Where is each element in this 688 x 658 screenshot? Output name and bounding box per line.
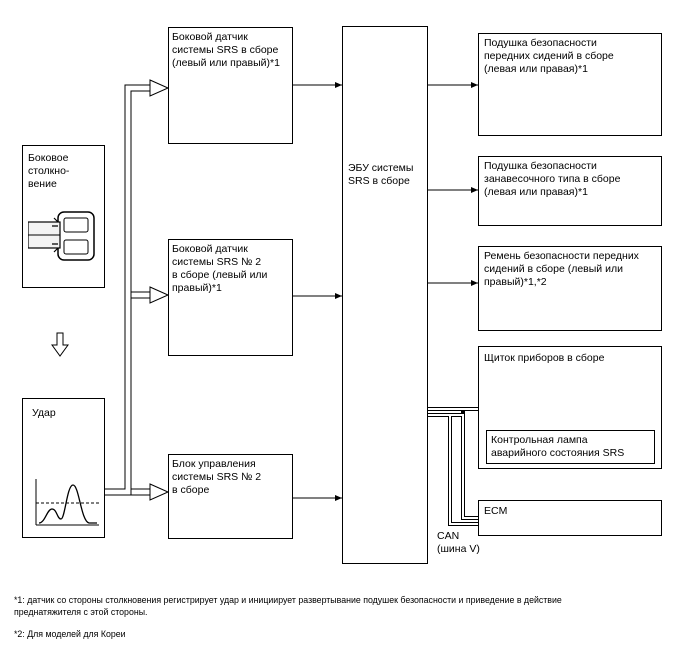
meter-box: Щиток приборов в сборе Контрольная лампа…	[478, 346, 662, 469]
meter-label: Щиток приборов в сборе	[484, 352, 605, 364]
srs-warning-lamp-label: Контрольная лампа аварийного состояния S…	[491, 434, 625, 459]
car-collision-icon	[28, 211, 95, 261]
ecu-to-output-arrows	[428, 82, 478, 286]
srs-ecu-label: ЭБУ системы SRS в сборе	[348, 162, 414, 187]
srs-ecu-box: ЭБУ системы SRS в сборе	[342, 26, 428, 564]
impact-graph-icon	[35, 479, 99, 526]
seatbelt-box: Ремень безопасности передних сидений в с…	[478, 246, 662, 331]
impact-title: Удар	[32, 407, 56, 419]
can-bus-label: CAN (шина V)	[437, 530, 480, 555]
ecm-label: ECM	[484, 505, 508, 517]
seatbelt-label: Ремень безопасности передних сидений в с…	[484, 250, 639, 288]
srs-control-unit-2-label: Блок управления системы SRS № 2 в сборе	[172, 458, 262, 496]
can-bus-inner	[428, 408, 481, 525]
ecm-box: ECM	[478, 500, 662, 536]
curtain-airbag-label: Подушка безопасности занавесочного типа …	[484, 160, 621, 198]
impact-box: Удар	[22, 398, 105, 538]
side-sensor-label: Боковой датчик системы SRS в сборе (левы…	[172, 31, 280, 69]
footnote-2: *2: Для моделей для Кореи	[14, 629, 126, 639]
curtain-airbag-box: Подушка безопасности занавесочного типа …	[478, 156, 662, 226]
srs-warning-lamp-box: Контрольная лампа аварийного состояния S…	[486, 430, 655, 464]
down-hollow-arrow	[51, 332, 69, 357]
side-collision-title: Боковое столкно- вение	[28, 152, 70, 190]
impact-to-sensors-arrow	[105, 79, 170, 501]
front-airbag-box: Подушка безопасности передних сидений в …	[478, 33, 662, 136]
side-sensor-2-box: Боковой датчик системы SRS № 2 в сборе (…	[168, 239, 293, 356]
front-airbag-label: Подушка безопасности передних сидений в …	[484, 37, 614, 75]
side-sensor-2-label: Боковой датчик системы SRS № 2 в сборе (…	[172, 243, 268, 294]
footnote-1: *1: датчик со стороны столкновения регис…	[14, 595, 562, 617]
srs-control-unit-2-box: Блок управления системы SRS № 2 в сборе	[168, 454, 293, 539]
can-bus-lines	[428, 407, 481, 526]
side-collision-box: Боковое столкно- вение	[22, 145, 105, 288]
side-sensor-box: Боковой датчик системы SRS в сборе (левы…	[168, 27, 293, 144]
sensor-to-ecu-arrows	[293, 82, 342, 501]
